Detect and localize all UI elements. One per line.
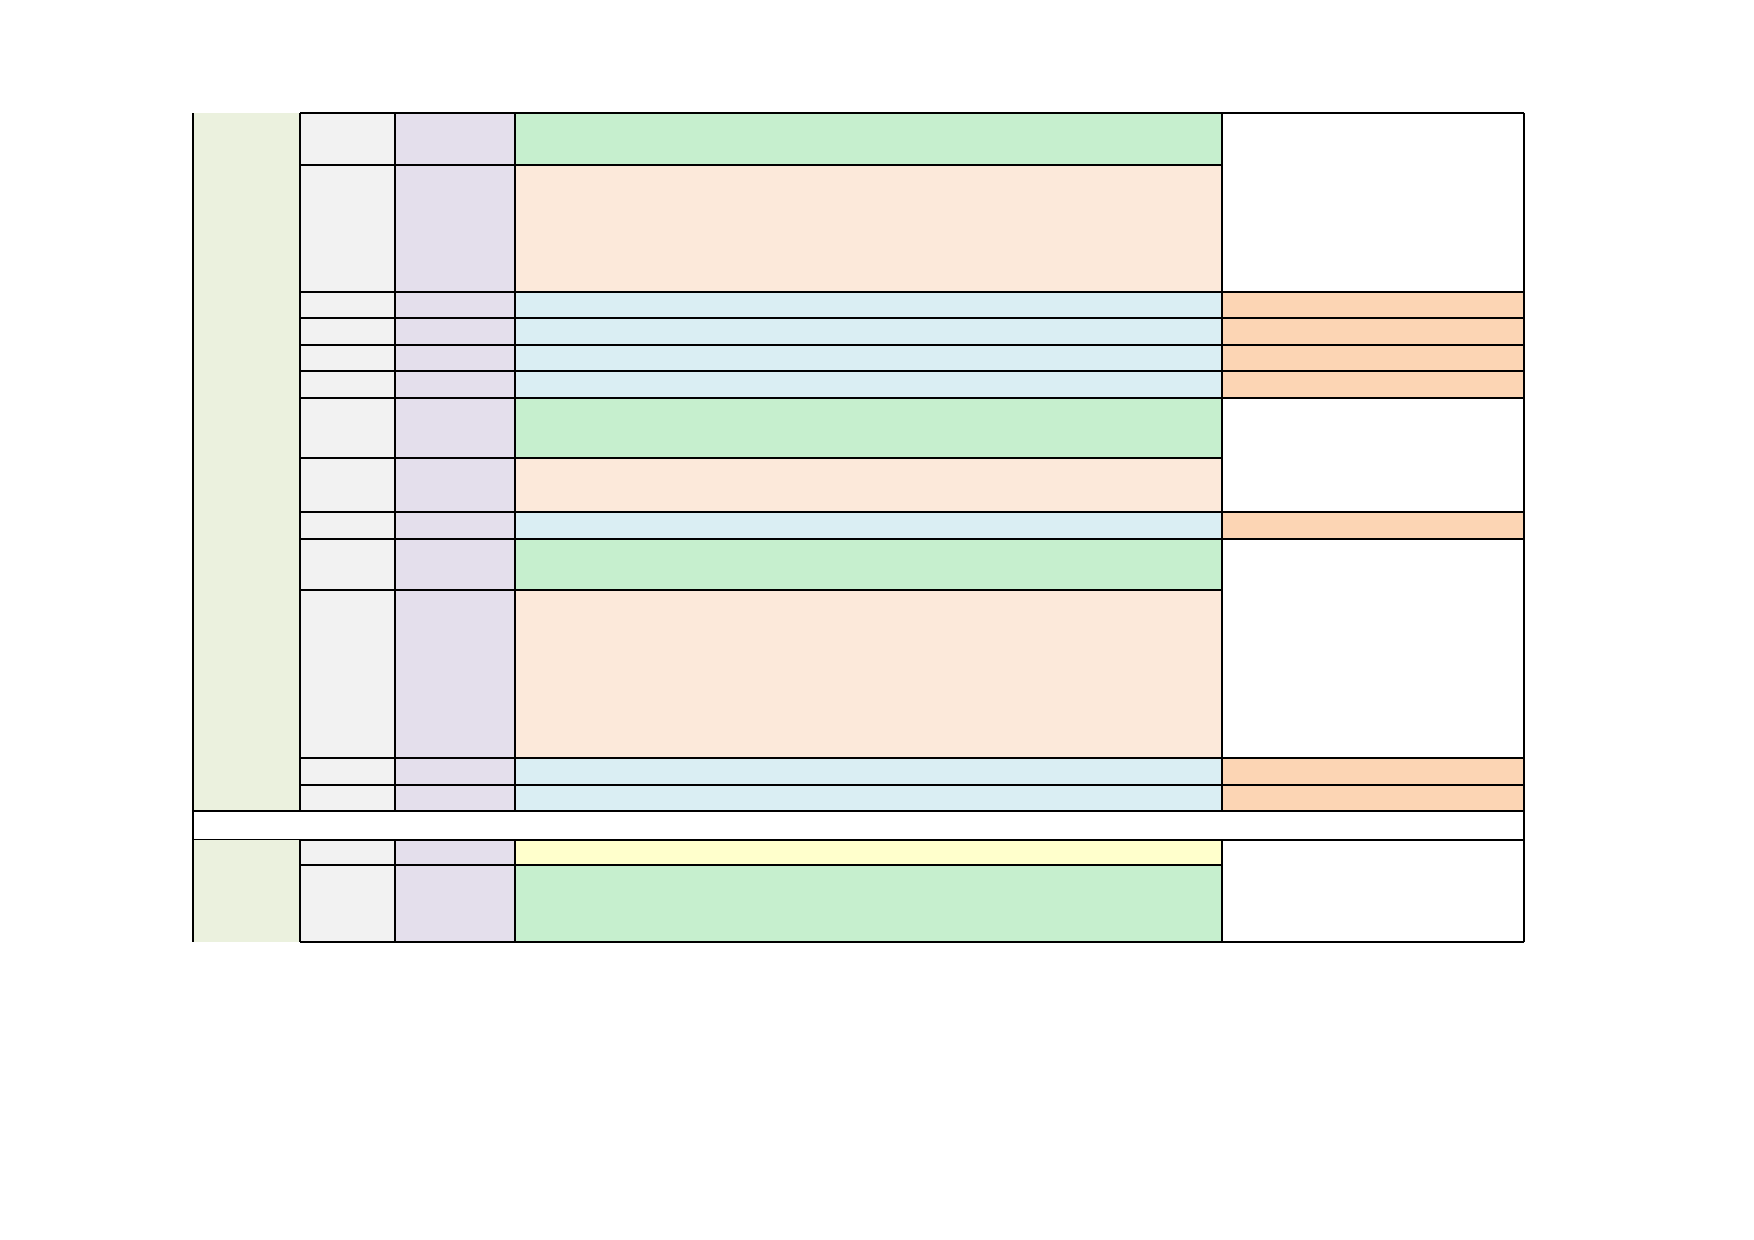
block-1-border-e	[1221, 113, 1223, 811]
block-2-border-e	[1221, 840, 1223, 942]
block-2-row-2-col-d[interactable]	[515, 865, 1222, 942]
block-1-row-5-col-b[interactable]	[300, 345, 395, 371]
block-1-row-6-col-c[interactable]	[395, 371, 515, 398]
block-1-row-9-col-b[interactable]	[300, 512, 395, 539]
block-1-border-row-11	[300, 757, 1524, 759]
block-1-row-12-col-c[interactable]	[395, 758, 515, 785]
block-2-border-f	[1523, 840, 1525, 942]
spacer-border-left	[192, 811, 194, 840]
block-1-row-7-col-e[interactable]	[1222, 398, 1524, 458]
block-1-row-10-col-e[interactable]	[1222, 539, 1524, 590]
block-1-border-row-10	[300, 589, 1222, 591]
block-1-row-4-col-d[interactable]	[515, 318, 1222, 345]
block-1-border-b	[299, 113, 301, 811]
block-1-row-8-col-c[interactable]	[395, 458, 515, 512]
block-1-row-11-col-b[interactable]	[300, 590, 395, 758]
block-2-border-b	[299, 840, 301, 942]
block-1-row-10-col-c[interactable]	[395, 539, 515, 590]
block-2-border-a	[192, 840, 194, 942]
block-1-section-label-cell[interactable]	[193, 113, 300, 811]
block-2-border-row-2	[300, 941, 1524, 943]
block-1-row-9-col-d[interactable]	[515, 512, 1222, 539]
block-1-row-6-col-e[interactable]	[1222, 371, 1524, 398]
block-1-row-10-col-b[interactable]	[300, 539, 395, 590]
spacer-row[interactable]	[193, 811, 1524, 840]
block-1-row-3-col-d[interactable]	[515, 292, 1222, 318]
block-1-row-7-col-b[interactable]	[300, 398, 395, 458]
block-1-row-13-col-e[interactable]	[1222, 785, 1524, 811]
block-1-border-row-4	[300, 344, 1524, 346]
block-1-border-row-8	[300, 511, 1524, 513]
block-1-row-1-col-d[interactable]	[515, 113, 1222, 165]
block-1-row-8-col-e[interactable]	[1222, 458, 1524, 512]
block-1-row-2-col-c[interactable]	[395, 165, 515, 292]
block-1-row-7-col-c[interactable]	[395, 398, 515, 458]
block-1-row-8-col-b[interactable]	[300, 458, 395, 512]
block-1-border-row-1	[300, 164, 1222, 166]
block-1-border-d	[514, 113, 516, 811]
block-1-row-11-col-d[interactable]	[515, 590, 1222, 758]
block-2-row-1-col-d[interactable]	[515, 840, 1222, 865]
block-1-row-4-col-e[interactable]	[1222, 318, 1524, 345]
block-2-border-row-1	[300, 864, 1222, 866]
block-1-row-13-col-b[interactable]	[300, 785, 395, 811]
block-2-row-1-col-c[interactable]	[395, 840, 515, 865]
block-1-row-2-col-d[interactable]	[515, 165, 1222, 292]
block-2-row-2-col-e[interactable]	[1222, 865, 1524, 942]
block-1-row-6-col-d[interactable]	[515, 371, 1222, 398]
block-1-row-4-col-b[interactable]	[300, 318, 395, 345]
block-2-section-label-cell[interactable]	[193, 840, 300, 942]
block-2-row-1-col-e[interactable]	[1222, 840, 1524, 865]
block-1-border-row-5	[300, 370, 1524, 372]
block-1-border-row-6	[300, 397, 1524, 399]
block-1-row-4-col-c[interactable]	[395, 318, 515, 345]
block-1-row-12-col-d[interactable]	[515, 758, 1222, 785]
block-1-row-1-col-e[interactable]	[1222, 113, 1524, 165]
block-1-row-11-col-e[interactable]	[1222, 590, 1524, 758]
block-1-row-11-col-c[interactable]	[395, 590, 515, 758]
block-1-row-1-col-b[interactable]	[300, 113, 395, 165]
block-1-row-5-col-c[interactable]	[395, 345, 515, 371]
block-1-row-3-col-b[interactable]	[300, 292, 395, 318]
block-1-row-1-col-c[interactable]	[395, 113, 515, 165]
block-1-row-8-col-d[interactable]	[515, 458, 1222, 512]
block-1-row-13-col-c[interactable]	[395, 785, 515, 811]
block-1-border-top	[300, 112, 1524, 114]
block-2-row-2-col-c[interactable]	[395, 865, 515, 942]
block-1-row-2-col-b[interactable]	[300, 165, 395, 292]
block-1-border-a	[192, 113, 194, 811]
block-1-row-12-col-b[interactable]	[300, 758, 395, 785]
spacer-border-right	[1523, 811, 1525, 840]
block-1-row-6-col-b[interactable]	[300, 371, 395, 398]
block-1-border-f	[1523, 113, 1525, 811]
block-1-row-5-col-d[interactable]	[515, 345, 1222, 371]
block-1-border-row-7	[300, 457, 1222, 459]
block-1-row-9-col-c[interactable]	[395, 512, 515, 539]
block-1-row-2-col-e[interactable]	[1222, 165, 1524, 292]
block-1-border-row-3	[300, 317, 1524, 319]
block-1-border-row-9	[300, 538, 1524, 540]
block-1-row-13-col-d[interactable]	[515, 785, 1222, 811]
block-2-border-d	[514, 840, 516, 942]
block-1-row-3-col-e[interactable]	[1222, 292, 1524, 318]
block-1-row-9-col-e[interactable]	[1222, 512, 1524, 539]
block-1-row-12-col-e[interactable]	[1222, 758, 1524, 785]
block-2-row-1-col-b[interactable]	[300, 840, 395, 865]
block-1-row-5-col-e[interactable]	[1222, 345, 1524, 371]
block-1-row-7-col-d[interactable]	[515, 398, 1222, 458]
block-2-border-c	[394, 840, 396, 942]
block-1-row-10-col-d[interactable]	[515, 539, 1222, 590]
block-1-border-c	[394, 113, 396, 811]
spacer-border-top	[193, 810, 1524, 812]
block-1-row-3-col-c[interactable]	[395, 292, 515, 318]
block-1-border-row-12	[300, 784, 1524, 786]
block-1-border-row-2	[300, 291, 1524, 293]
block-2-row-2-col-b[interactable]	[300, 865, 395, 942]
block-2-border-top	[300, 839, 1524, 841]
